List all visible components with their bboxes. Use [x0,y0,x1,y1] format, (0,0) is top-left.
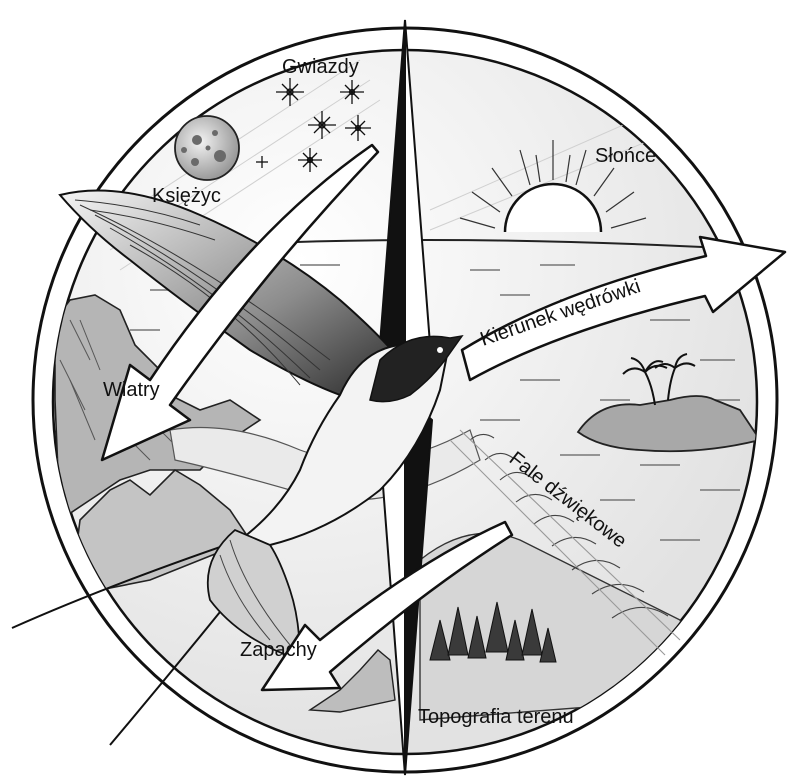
label-sun: Słońce [595,145,656,167]
label-terrain-topography: Topografia terenu [418,706,574,728]
label-moon: Księżyc [152,185,221,207]
moon [175,116,239,180]
label-stars: Gwiazdy [282,56,359,78]
label-winds: Wiatry [103,379,160,401]
label-smells: Zapachy [240,639,317,661]
